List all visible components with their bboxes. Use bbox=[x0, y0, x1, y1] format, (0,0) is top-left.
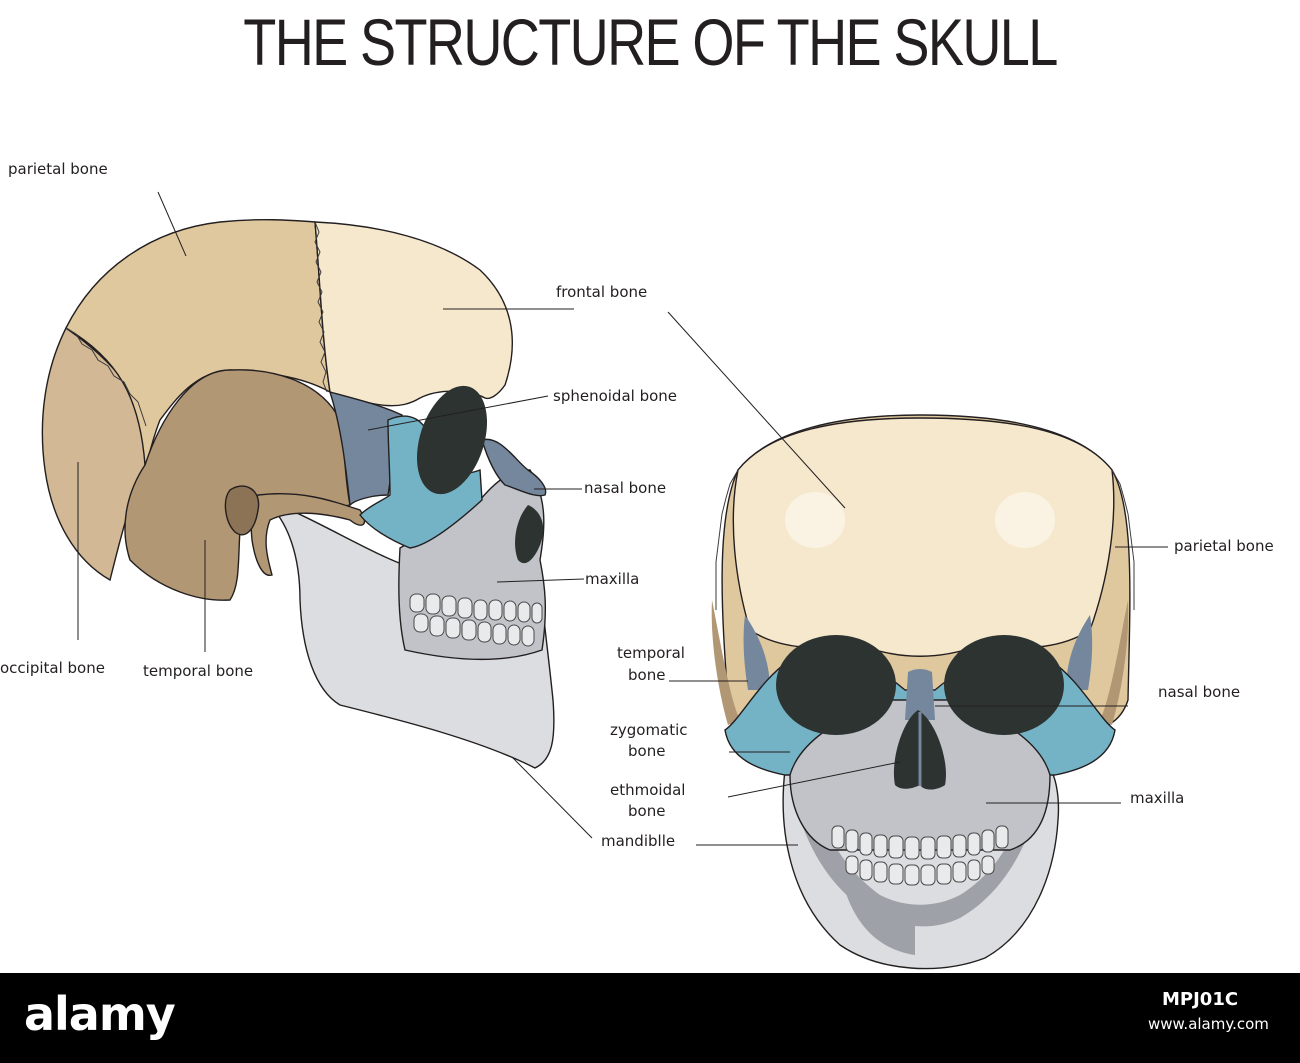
frontal-frontal-bone bbox=[732, 417, 1115, 657]
label-frontal-bone: frontal bone bbox=[556, 283, 647, 301]
lateral-ear-opening bbox=[224, 485, 260, 536]
frontal-teeth bbox=[831, 825, 1009, 886]
image-id: MPJ01C bbox=[1162, 989, 1239, 1010]
label-temporal-bone-lateral: temporal bone bbox=[143, 662, 253, 680]
label-mandible: mandiblle bbox=[601, 832, 675, 850]
frontal-temporal-bone-right bbox=[1066, 615, 1093, 690]
labels: parietal bone frontal bone sphenoidal bo… bbox=[0, 160, 1274, 850]
frontal-nasal-bone bbox=[905, 669, 935, 720]
label-temporal-bone-frontal-2: bone bbox=[628, 666, 665, 684]
lateral-skull-view bbox=[41, 218, 555, 769]
lateral-orbit bbox=[416, 385, 488, 495]
label-parietal-bone-lateral: parietal bone bbox=[8, 160, 108, 178]
watermark-bar: alamy MPJ01C www.alamy.com bbox=[0, 973, 1300, 1063]
watermark-logo: alamy bbox=[24, 987, 176, 1041]
lateral-nasal-bone bbox=[481, 438, 547, 497]
label-parietal-bone-frontal: parietal bone bbox=[1174, 537, 1274, 555]
label-maxilla-lateral: maxilla bbox=[585, 570, 639, 588]
frontal-orbit-left bbox=[776, 635, 896, 735]
lateral-frontal-bone bbox=[314, 221, 513, 407]
leader-lines bbox=[77, 191, 1168, 846]
label-ethmoidal-bone-2: bone bbox=[628, 802, 665, 820]
label-temporal-bone-frontal-1: temporal bbox=[617, 644, 685, 662]
label-sphenoidal-bone: sphenoidal bone bbox=[553, 387, 677, 405]
label-zygomatic-bone-1: zygomatic bbox=[610, 721, 688, 739]
frontal-orbit-right bbox=[944, 635, 1064, 735]
frontal-skull-view bbox=[711, 414, 1135, 970]
lateral-nasal-aperture bbox=[515, 505, 544, 564]
label-nasal-bone-frontal: nasal bone bbox=[1158, 683, 1240, 701]
frontal-temporal-bone-left bbox=[743, 615, 770, 690]
label-zygomatic-bone-2: bone bbox=[628, 742, 665, 760]
stock-url: www.alamy.com bbox=[1148, 1015, 1269, 1033]
lateral-zygomatic-arch bbox=[250, 492, 366, 576]
lateral-teeth bbox=[409, 593, 543, 647]
diagram-title: THE STRUCTURE OF THE SKULL bbox=[243, 5, 1058, 79]
label-nasal-bone-lateral: nasal bone bbox=[584, 479, 666, 497]
lateral-sphenoidal-bone bbox=[328, 390, 403, 507]
label-ethmoidal-bone-1: ethmoidal bbox=[610, 781, 685, 799]
label-maxilla-frontal: maxilla bbox=[1130, 789, 1184, 807]
skull-diagram: parietal bone frontal bone sphenoidal bo… bbox=[0, 160, 1274, 970]
label-occipital-bone: occipital bone bbox=[0, 659, 105, 677]
